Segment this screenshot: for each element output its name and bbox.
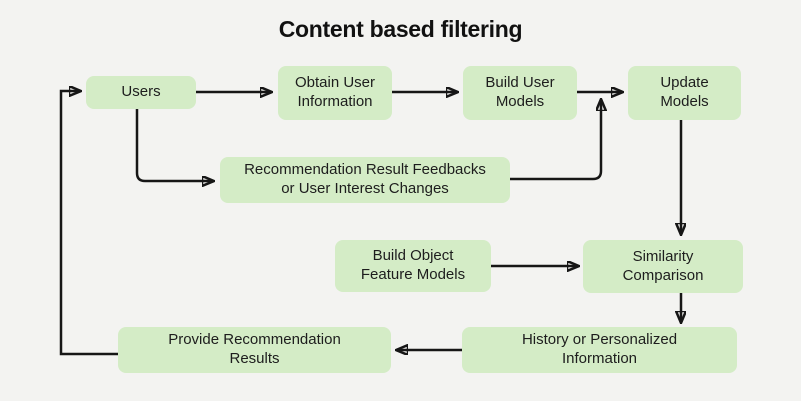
node-recommendation-result-feedbacks: Recommendation Result Feedbacks or User … (220, 157, 510, 203)
node-provide-recommendation-results-label: Provide Recommendation Results (168, 331, 341, 367)
node-users-label: Users (121, 83, 161, 101)
node-provide-recommendation-results: Provide Recommendation Results (118, 327, 391, 373)
node-update-models: Update Models (628, 66, 741, 120)
node-similarity-comparison: Similarity Comparison (583, 240, 743, 293)
node-obtain-user-information: Obtain User Information (278, 66, 392, 120)
node-users: Users (86, 76, 196, 109)
edge-provide-to-users (59, 91, 118, 356)
node-build-user-models: Build User Models (463, 66, 577, 120)
node-recommendation-result-feedbacks-label: Recommendation Result Feedbacks or User … (244, 161, 486, 197)
node-history-or-personalized-information: History or Personalized Information (462, 327, 737, 373)
node-obtain-user-information-label: Obtain User Information (294, 74, 376, 110)
node-similarity-comparison-label: Similarity Comparison (622, 247, 704, 284)
edge-feedbacks-to-update (510, 100, 601, 181)
diagram-title: Content based filtering (278, 16, 523, 42)
node-update-models-label: Update Models (660, 74, 709, 110)
node-build-object-feature-models-label: Build Object Feature Models (360, 247, 466, 283)
node-build-user-models-label: Build User Models (485, 74, 555, 110)
node-history-or-personalized-information-label: History or Personalized Information (521, 331, 678, 367)
edge-users-to-feedbacks (135, 109, 213, 181)
node-build-object-feature-models: Build Object Feature Models (335, 240, 491, 292)
